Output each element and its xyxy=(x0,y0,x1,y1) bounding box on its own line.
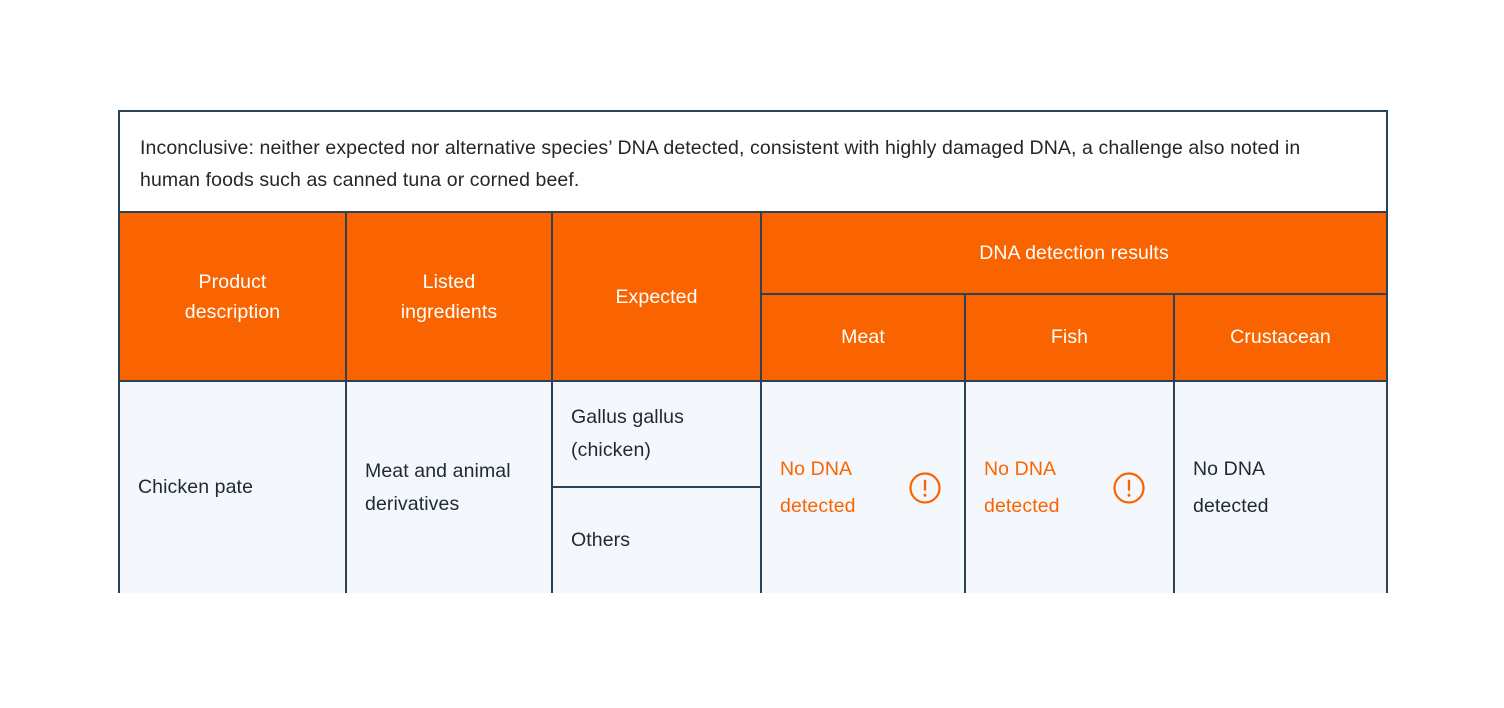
column-header-dna-detection-results: DNA detection results xyxy=(762,213,1386,295)
column-header-fish: Fish xyxy=(966,295,1175,380)
inconclusive-note-text: Inconclusive: neither expected nor alter… xyxy=(140,137,1301,191)
product-description-line-2: description xyxy=(184,300,281,323)
cell-result-fish: No DNA detected xyxy=(966,382,1175,593)
table-note-row: Inconclusive: neither expected nor alter… xyxy=(120,112,1386,213)
cell-expected-species-primary: Gallus gallus (chicken) xyxy=(553,382,760,488)
dna-results-table: Inconclusive: neither expected nor alter… xyxy=(118,110,1388,593)
alert-circle-icon xyxy=(909,471,941,504)
table-row: Chicken pate Meat and animal derivatives… xyxy=(120,380,1386,593)
column-header-crustacean: Crustacean xyxy=(1230,326,1331,348)
column-header-meat: Meat xyxy=(762,295,966,380)
cell-expected: Gallus gallus (chicken) Others xyxy=(553,382,762,593)
cell-result-meat: No DNA detected xyxy=(762,382,966,593)
column-header-listed-ingredients: Listed ingredients xyxy=(347,213,553,380)
cell-product-description: Chicken pate xyxy=(120,382,347,593)
column-header-product-description-label: Product description xyxy=(185,267,280,327)
column-header-product-description: Product description xyxy=(120,213,347,380)
cell-result-crustacean: No DNA detected xyxy=(1175,382,1386,593)
column-header-dna-detection-group: DNA detection results Meat Fish Crustace… xyxy=(762,213,1386,380)
table-header-row: Product description Listed ingredients E… xyxy=(120,213,1386,380)
column-header-listed-ingredients-label: Listed ingredients xyxy=(401,267,498,327)
cell-result-fish-text: No DNA detected xyxy=(984,457,1060,517)
cell-expected-species-others: Others xyxy=(571,528,631,551)
dna-subcolumn-header-row: Meat Fish Crustacean xyxy=(762,295,1386,380)
listed-ingredients-line-2: ingredients xyxy=(400,300,498,323)
cell-listed-ingredients: Meat and animal derivatives xyxy=(347,382,553,593)
listed-ingredients-line-1: Listed xyxy=(422,270,476,293)
cell-result-meat-text: No DNA detected xyxy=(780,457,856,517)
product-description-line-1: Product xyxy=(198,270,267,293)
column-header-expected: Expected xyxy=(553,213,762,380)
alert-circle-icon xyxy=(1113,471,1145,504)
cell-result-crustacean-text: No DNA detected xyxy=(1193,457,1269,517)
